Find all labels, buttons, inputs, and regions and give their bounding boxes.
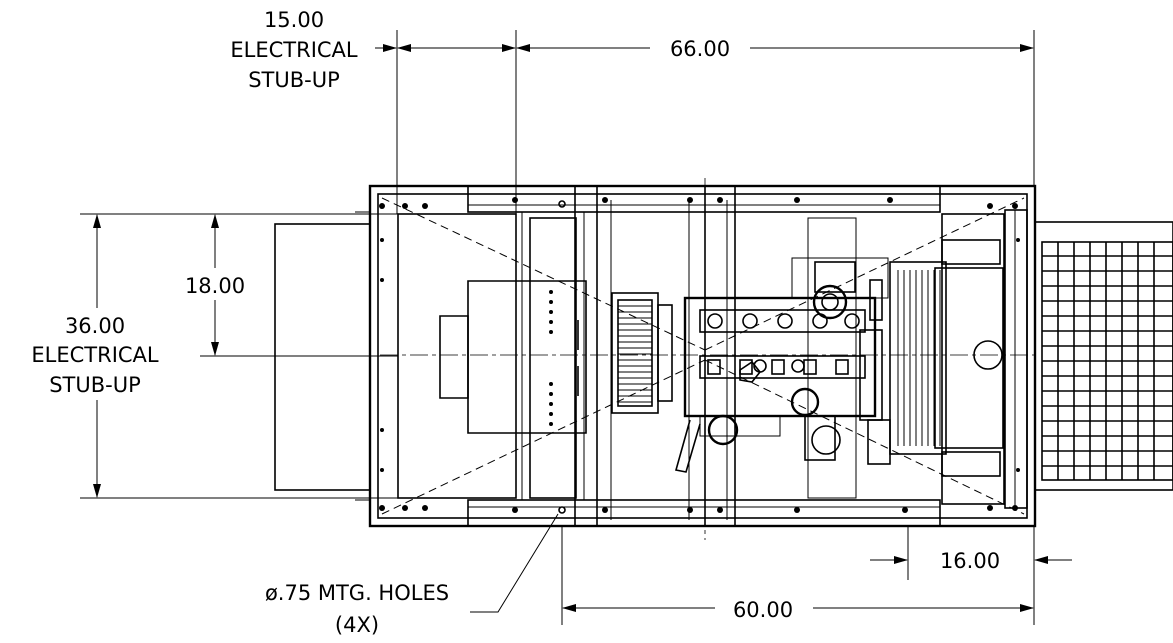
mtg-hole-circles xyxy=(558,200,566,514)
dim-60-value: 60.00 xyxy=(733,598,793,622)
engine xyxy=(674,257,891,473)
mtg-holes-label: ø.75 MTG. HOLES xyxy=(265,581,449,605)
construction-lines xyxy=(380,178,1040,540)
left-external-box xyxy=(274,223,371,491)
dim-36-value: 36.00 xyxy=(65,314,125,338)
dim-66-value: 66.00 xyxy=(670,37,730,61)
dim-15-label-1: ELECTRICAL xyxy=(230,38,358,62)
dim-15-label-2: STUB-UP xyxy=(248,68,340,92)
dim-18-value: 18.00 xyxy=(185,274,245,298)
rear-radiator xyxy=(807,217,1004,499)
extension-lines xyxy=(80,30,1035,625)
dim-36-label-2: STUB-UP xyxy=(49,373,141,397)
hatched-region xyxy=(397,211,585,501)
dim-15-value: 15.00 xyxy=(264,8,324,32)
front-radiator xyxy=(611,292,673,414)
right-grid-screen xyxy=(1034,221,1173,491)
alternator xyxy=(439,280,587,434)
mounting-holes xyxy=(379,197,1020,513)
dim-36-label-1: ELECTRICAL xyxy=(31,343,159,367)
mtg-holes-leader xyxy=(470,513,559,613)
mtg-holes-count: (4X) xyxy=(335,613,379,637)
enclosure-outline xyxy=(368,184,1037,528)
dim-16-value: 16.00 xyxy=(940,549,1000,573)
